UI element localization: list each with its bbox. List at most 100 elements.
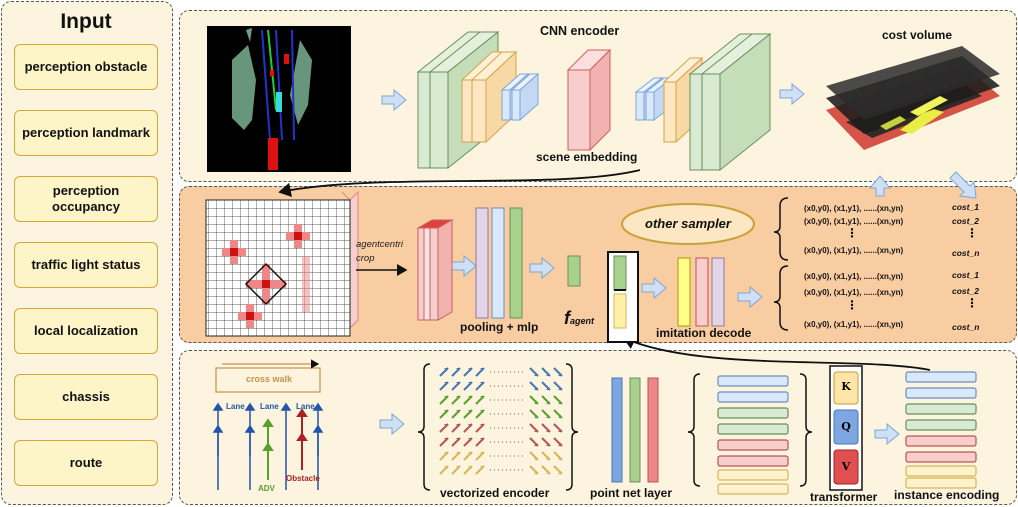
vector-arrow-head (534, 387, 538, 390)
transformer-label: transformer (810, 490, 878, 504)
vector-arrow-head (444, 438, 448, 441)
vector-arrow-head (558, 457, 562, 460)
vector-arrow-head (480, 382, 484, 385)
f-agent-stack (607, 251, 639, 343)
trajectory-1-3: (x0,y0), (x1,y1), ......(xn,yn) (804, 246, 904, 255)
vector-arrow-head (546, 443, 550, 446)
vector-arrow-head (468, 368, 472, 371)
query-label: Q (841, 420, 851, 433)
vector-arrow-head (480, 410, 484, 413)
imitation-bar-purple (711, 257, 725, 327)
crop-label: agentcentri crop (356, 239, 404, 264)
point-net-layer-label: point net layer (590, 486, 673, 500)
obstacle-label: Obstacle (286, 474, 320, 483)
input-title: Input (60, 10, 112, 33)
agent-feature-small (567, 255, 581, 287)
flow-arrows (379, 82, 977, 446)
value-label: V (841, 460, 851, 473)
vector-arrow-head (534, 457, 538, 460)
lane-label-2: Lane (260, 402, 279, 411)
vector-arrow-head (534, 443, 538, 446)
cost-1-2: cost_2 (952, 216, 979, 226)
imitation-bar-yellow (677, 257, 691, 327)
instance-feedback-arrow (622, 335, 931, 371)
trajectory-1-2: (x0,y0), (x1,y1), ......(xn,yn) (804, 217, 904, 226)
vector-arrow-head (534, 401, 538, 404)
vector-arrow-head (456, 368, 460, 371)
vector-arrow-head (444, 466, 448, 469)
cost-1-1: cost_1 (952, 202, 979, 212)
trajectory-2-3: (x0,y0), (x1,y1), ......(xn,yn) (804, 320, 904, 329)
vector-arrow-head (444, 368, 448, 371)
other-sampler-label: other sampler (645, 216, 731, 231)
vector-arrow-head (444, 382, 448, 385)
lane-label-3: Lane (296, 402, 315, 411)
pooling-bar-green (509, 207, 523, 319)
cropped-volume (416, 219, 454, 321)
vector-arrow-head (468, 396, 472, 399)
f-agent-subscript: agent (570, 316, 595, 326)
ellipsis-1: ⋮ (846, 226, 858, 240)
trajectory-2-1: (x0,y0), (x1,y1), ......(xn,yn) (804, 272, 904, 281)
other-sampler-ellipse (621, 203, 755, 245)
vector-arrow-head (558, 401, 562, 404)
transformer-tokens (717, 375, 789, 495)
vector-arrow-head (444, 452, 448, 455)
vector-arrow-head (534, 415, 538, 418)
brace-vector-right (565, 363, 579, 491)
vector-arrow-head (468, 410, 472, 413)
vector-arrow-head (456, 424, 460, 427)
cost-1-n: cost_n (952, 248, 980, 258)
vector-arrow-head (558, 387, 562, 390)
scene-embedding-label: scene embedding (536, 150, 638, 164)
pooling-bar-blue (491, 207, 505, 319)
instance-encoding-bars (905, 371, 977, 489)
pooling-label: pooling + mlp (460, 320, 539, 334)
ellipsis-cost-2: ⋮ (966, 296, 978, 310)
vector-arrow-head (456, 438, 460, 441)
scene-embedding-block (566, 48, 612, 152)
input-local-localization: local localization (14, 308, 158, 354)
instance-encoding-label: instance encoding (894, 488, 1000, 502)
vector-arrow-head (534, 471, 538, 474)
pointnet-bar-blue (611, 377, 623, 483)
ellipsis-cost-1: ⋮ (966, 226, 978, 240)
input-perception-occupancy: perception occupancy (14, 176, 158, 222)
input-perception-landmark: perception landmark (14, 110, 158, 156)
cost-volume (826, 46, 1000, 150)
vector-arrow-head (558, 471, 562, 474)
vector-arrow-head (546, 401, 550, 404)
vector-arrow-head (456, 452, 460, 455)
trajectory-2-2: (x0,y0), (x1,y1), ......(xn,yn) (804, 288, 904, 297)
cost-volume-label: cost volume (882, 28, 953, 42)
cnn-encoder-label: CNN encoder (540, 24, 620, 38)
cost-2-1: cost_1 (952, 270, 979, 280)
input-route: route (14, 440, 158, 486)
cnn-orange-blocks (460, 50, 518, 144)
vector-arrow-head (558, 373, 562, 376)
brace-transformer-right (799, 373, 813, 487)
vector-arrow-head (546, 457, 550, 460)
vector-arrow-head (456, 396, 460, 399)
cost-2-n: cost_n (952, 322, 980, 332)
vector-arrow-head (456, 382, 460, 385)
brace-vector-left (417, 363, 431, 491)
vector-arrow-head (468, 438, 472, 441)
vector-arrow-head (546, 415, 550, 418)
cross-walk-label: cross walk (246, 374, 293, 384)
key-label: K (841, 380, 851, 393)
cnn-decoder-green (688, 32, 772, 172)
input-traffic-light-status: traffic light status (14, 242, 158, 288)
vector-arrow-head (480, 424, 484, 427)
vector-arrow-head (468, 424, 472, 427)
vector-arrow-head (456, 466, 460, 469)
vector-arrow-head (546, 429, 550, 432)
agent-raster-grid (205, 190, 408, 337)
vectorized-arrow-grid (439, 367, 563, 475)
vectorized-encoder-label: vectorized encoder (440, 486, 550, 500)
vector-arrow-head (468, 466, 472, 469)
key-block (833, 371, 859, 405)
vector-arrow-head (558, 443, 562, 446)
brace-transformer-left (687, 373, 701, 487)
